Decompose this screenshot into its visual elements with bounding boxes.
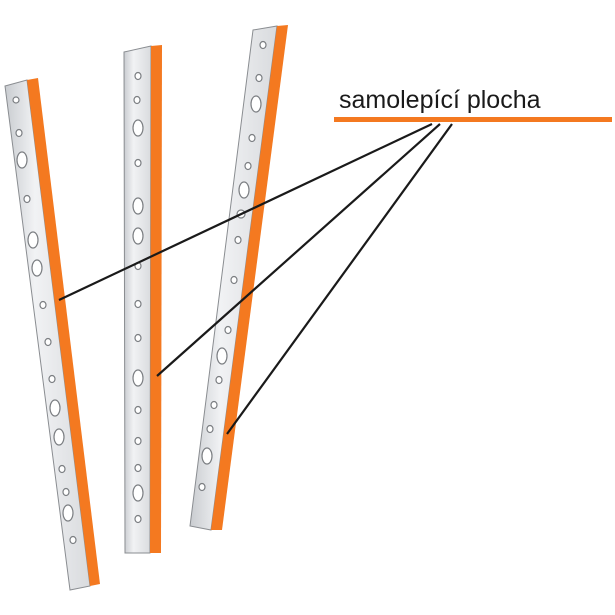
- right-strip: [189, 25, 288, 531]
- middle-strip-holes: [132, 71, 144, 524]
- leader-line-right-strip: [226, 123, 453, 435]
- leader-lines: [58, 123, 453, 435]
- callout-underline: [334, 117, 612, 122]
- callout-label: samolepící plocha: [339, 86, 541, 114]
- right-strip-holes: [198, 40, 267, 492]
- leader-line-left-strip: [58, 123, 433, 301]
- middle-strip: [123, 45, 162, 554]
- leader-line-middle-strip: [156, 123, 441, 377]
- left-strip: [4, 78, 100, 591]
- left-strip-holes: [12, 96, 77, 545]
- left-strip-adhesive: [27, 78, 100, 586]
- middle-strip-adhesive: [150, 45, 162, 553]
- right-strip-adhesive: [211, 25, 288, 530]
